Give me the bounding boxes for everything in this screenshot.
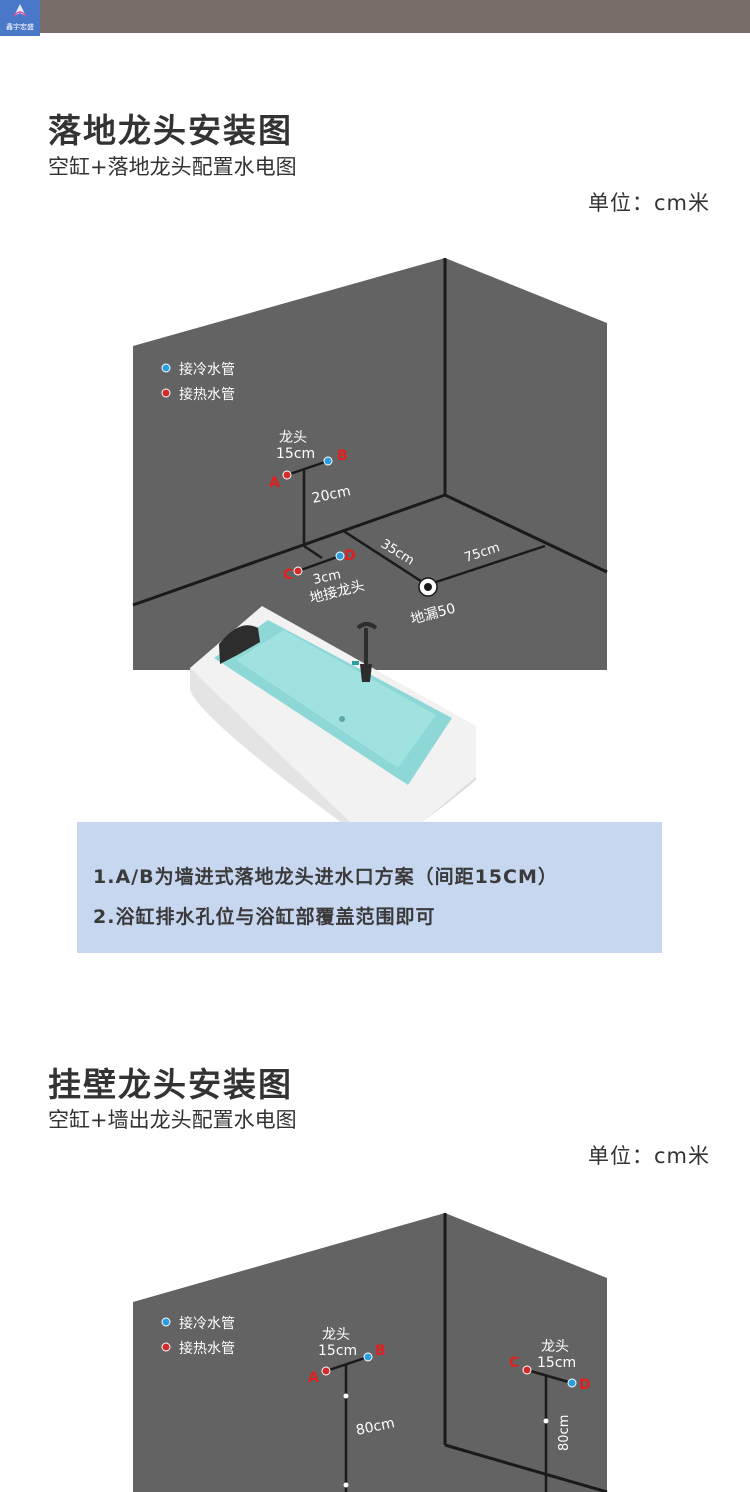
left-point-a: A xyxy=(308,1370,319,1386)
hot-water-dot-2 xyxy=(161,1342,171,1352)
right-height-label: 80cm xyxy=(557,1415,572,1451)
section2-unit: 单位：cm米 xyxy=(587,1144,710,1168)
note-2: 2.浴缸排水孔位与浴缸部覆盖范围即可 xyxy=(93,906,436,928)
section1-unit: 单位：cm米 xyxy=(587,191,710,215)
inlet-bar xyxy=(286,459,329,477)
right-pipe-marker xyxy=(543,1418,549,1424)
logo-icon xyxy=(13,4,27,17)
floor-spacing-label: 3cm xyxy=(312,567,343,588)
bath-pillow xyxy=(219,625,260,664)
right-point-d: D xyxy=(579,1377,591,1393)
inlet-a-dot xyxy=(282,470,292,480)
section2-title: 挂壁龙头安装图 xyxy=(48,1065,293,1104)
section1-subtitle: 空缸+落地龙头配置水电图 xyxy=(48,155,297,179)
left-inlet-bar xyxy=(325,1355,369,1373)
left-pipe-marker-bottom xyxy=(343,1482,349,1488)
legend-hot-label-2: 接热水管 xyxy=(179,1340,235,1357)
wall-faucet-diagram: 接冷水管 接热水管 龙头 15cm A B 80cm 龙头 15cm C D 8… xyxy=(133,1213,608,1492)
notes-box: 1.A/B为墙进式落地龙头进水口方案（间距15CM） 2.浴缸排水孔位与浴缸部覆… xyxy=(77,822,662,953)
bathtub-illustration xyxy=(190,606,476,846)
cold-water-dot xyxy=(161,363,171,373)
right-faucet-label: 龙头 xyxy=(541,1339,569,1355)
section1-title: 落地龙头安装图 xyxy=(48,111,293,150)
point-d-label: D xyxy=(344,548,356,564)
drain-center xyxy=(424,583,432,591)
hot-water-dot xyxy=(161,388,171,398)
point-c-label: C xyxy=(283,567,293,583)
inlet-d-dot xyxy=(335,551,345,561)
right-spacing-label: 15cm xyxy=(537,1355,576,1371)
floor-right-line xyxy=(444,493,608,574)
left-inlet-b-dot xyxy=(363,1352,373,1362)
drain-guide-line xyxy=(341,528,428,587)
inlet-b-dot xyxy=(323,456,333,466)
wall-background-2 xyxy=(133,1213,607,1492)
floor-right-line-2 xyxy=(444,1443,608,1492)
left-inlet-a-dot xyxy=(321,1366,331,1376)
faucet-label: 龙头 xyxy=(279,430,307,446)
left-height-label: 80cm xyxy=(355,1415,397,1439)
floor-faucet-diagram: 接冷水管 接热水管 龙头 15cm A B 20cm C D 3cm 地接龙头 … xyxy=(132,258,608,846)
brand-logo: 鑫宇宏盛 xyxy=(0,0,40,36)
right-point-c: C xyxy=(509,1355,519,1371)
wall-background xyxy=(133,258,607,670)
right-inlet-bar xyxy=(526,1368,573,1385)
section2-subtitle: 空缸+墙出龙头配置水电图 xyxy=(48,1108,297,1132)
right-inlet-c-dot xyxy=(522,1365,532,1375)
legend-cold-label: 接冷水管 xyxy=(179,361,235,378)
inlet-c-dot xyxy=(293,566,303,576)
spacing-label: 15cm xyxy=(276,446,315,462)
left-faucet-label: 龙头 xyxy=(322,1327,350,1343)
height-label: 20cm xyxy=(311,483,353,507)
floor-inlet-bar xyxy=(297,554,341,573)
legend-cold-label-2: 接冷水管 xyxy=(179,1315,235,1332)
logo-text: 鑫宇宏盛 xyxy=(6,23,34,31)
top-bar xyxy=(0,0,750,33)
floor-pipe xyxy=(303,544,323,560)
legend-hot-label: 接热水管 xyxy=(179,386,235,403)
drain-side-line xyxy=(426,544,546,587)
right-inlet-d-dot xyxy=(567,1378,577,1388)
left-pipe-marker-top xyxy=(343,1393,349,1399)
left-spacing-label: 15cm xyxy=(318,1343,357,1359)
point-b-label: B xyxy=(337,448,348,464)
cold-water-dot-2 xyxy=(161,1317,171,1327)
left-point-b: B xyxy=(375,1343,386,1359)
floor-left-line xyxy=(132,493,446,607)
note-1: 1.A/B为墙进式落地龙头进水口方案（间距15CM） xyxy=(93,866,558,888)
point-a-label: A xyxy=(269,475,280,491)
